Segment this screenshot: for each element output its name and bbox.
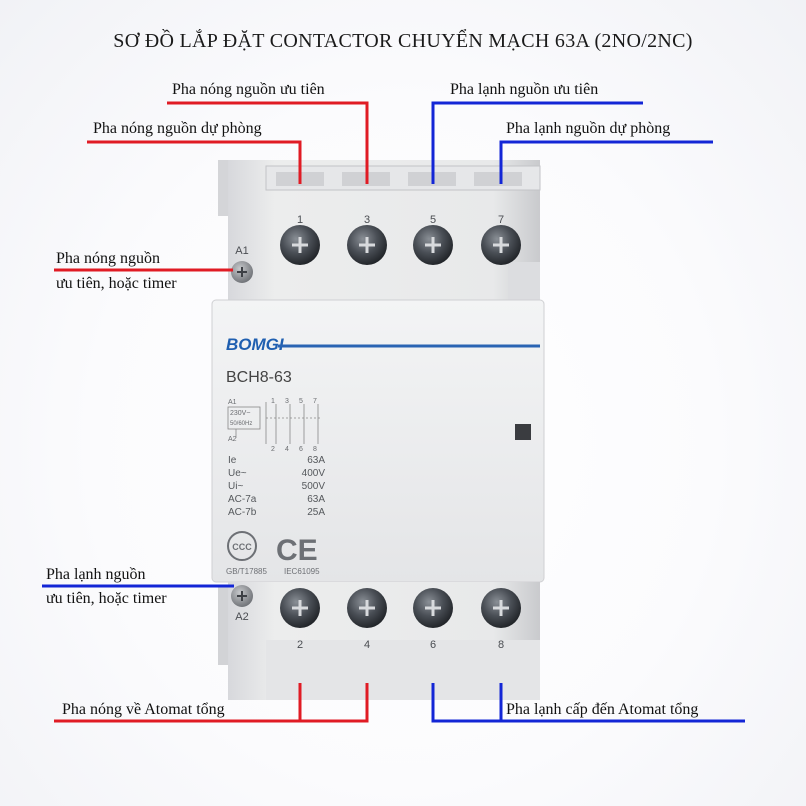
- screw-terminal-3: [347, 225, 387, 265]
- spec-name-4: AC-7b: [228, 507, 257, 518]
- wire-cold-out: [431, 683, 503, 723]
- status-window: [515, 424, 531, 440]
- terminal-label-6: 6: [430, 639, 436, 651]
- label-a1-line2: ưu tiên, hoặc timer: [56, 275, 177, 292]
- schematic-c1: 1: [271, 398, 275, 405]
- spec-name-1: Ue~: [228, 468, 247, 479]
- wire-hot-backup: [87, 140, 302, 184]
- schematic-a1: A1: [228, 399, 237, 406]
- schematic-a2: A2: [228, 436, 237, 443]
- screw-coil-a1: [231, 261, 253, 283]
- schematic-c5: 5: [299, 398, 303, 405]
- wire-hot-priority: [167, 101, 369, 184]
- cert-standard-left: GB/T17885: [226, 567, 267, 576]
- diagram-title: SƠ ĐỒ LẮP ĐẶT CONTACTOR CHUYỂN MẠCH 63A …: [113, 30, 693, 52]
- spec-value-3: 63A: [307, 494, 325, 505]
- spec-value-2: 500V: [302, 481, 326, 492]
- schematic-c6: 6: [299, 446, 303, 453]
- label-a2-line1: Pha lạnh nguồn: [46, 566, 146, 583]
- label-hot-out: Pha nóng về Atomat tổng: [62, 701, 225, 718]
- terminal-label-3: 3: [364, 214, 370, 226]
- label-hot-backup: Pha nóng nguồn dự phòng: [93, 120, 262, 137]
- spec-value-0: 63A: [307, 455, 325, 466]
- label-cold-out: Pha lạnh cấp đến Atomat tổng: [506, 701, 699, 718]
- ce-mark-icon: CE: [276, 534, 318, 567]
- schematic-voltage: 230V~: [230, 410, 250, 417]
- spec-name-0: Ie: [228, 455, 237, 466]
- bottom-terminal-housing: [266, 640, 540, 700]
- wire-cold-priority: [431, 101, 643, 184]
- screw-terminal-4: [347, 588, 387, 628]
- terminal-label-1: 1: [297, 214, 303, 226]
- screw-terminal-6: [413, 588, 453, 628]
- model-label: BCH8-63: [226, 369, 292, 386]
- ccc-mark-text: CCC: [232, 542, 252, 552]
- schematic-freq: 50/60Hz: [230, 421, 252, 427]
- label-cold-priority: Pha lạnh nguồn ưu tiên: [450, 81, 599, 98]
- schematic-c7: 7: [313, 398, 317, 405]
- spec-value-1: 400V: [302, 468, 326, 479]
- screw-terminal-1: [280, 225, 320, 265]
- coil-label-a1: A1: [235, 245, 248, 257]
- cert-standard-right: IEC61095: [284, 567, 320, 576]
- body-step: [508, 262, 540, 300]
- terminal-label-2: 2: [297, 639, 303, 651]
- terminal-label-8: 8: [498, 639, 504, 651]
- wire-cold-backup: [499, 140, 713, 184]
- wire-hot-out-4: [300, 683, 369, 723]
- screw-terminal-8: [481, 588, 521, 628]
- coil-label-a2: A2: [235, 611, 248, 623]
- label-cold-backup: Pha lạnh nguồn dự phòng: [506, 120, 671, 137]
- label-a1-line1: Pha nóng nguồn: [56, 250, 160, 267]
- spec-name-3: AC-7a: [228, 494, 257, 505]
- terminal-label-5: 5: [430, 214, 436, 226]
- schematic-c4: 4: [285, 446, 289, 453]
- terminal-label-7: 7: [498, 214, 504, 226]
- spec-value-4: 25A: [307, 507, 325, 518]
- screw-terminal-5: [413, 225, 453, 265]
- spec-table: Ie 63A Ue~ 400V Ui~ 500V AC-7a 63A AC-7b…: [228, 455, 325, 518]
- contact-schematic: A1 A2 230V~ 50/60Hz 1 3 5 7 2 4 6 8: [227, 398, 320, 453]
- label-a2-line2: ưu tiên, hoặc timer: [46, 590, 167, 607]
- ccc-mark-icon: CCC: [227, 531, 257, 561]
- schematic-c8: 8: [313, 446, 317, 453]
- label-hot-priority: Pha nóng nguồn ưu tiên: [172, 81, 325, 98]
- screw-terminal-2: [280, 588, 320, 628]
- screw-coil-a2: [231, 585, 253, 607]
- spec-name-2: Ui~: [228, 481, 243, 492]
- screw-terminal-7: [481, 225, 521, 265]
- schematic-c2: 2: [271, 446, 275, 453]
- schematic-c3: 3: [285, 398, 289, 405]
- terminal-label-4: 4: [364, 639, 370, 651]
- brand-logo: BOMGI: [226, 335, 285, 354]
